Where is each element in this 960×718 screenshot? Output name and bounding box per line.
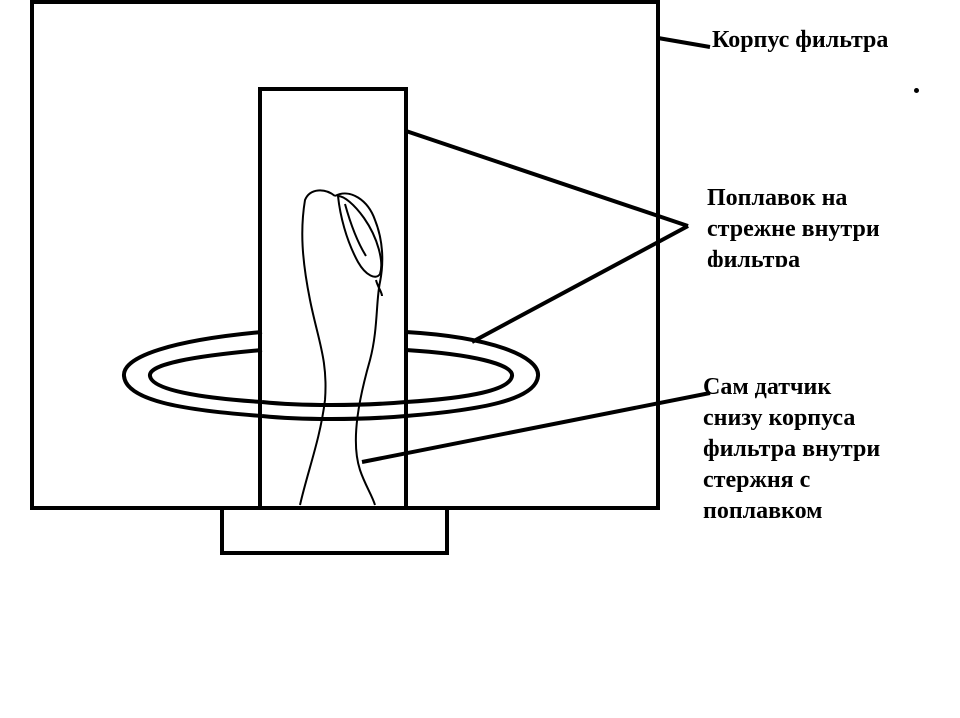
inner-rod: [258, 87, 408, 510]
leader-float-upper: [405, 129, 689, 228]
float-label-line-2: стрежне внутри: [707, 216, 880, 242]
sensor-label-line-1: Сам датчик: [703, 374, 832, 400]
sensor-element: [299, 189, 384, 506]
filter-housing: [30, 0, 660, 510]
leader-housing: [657, 36, 711, 49]
leader-lines: [361, 36, 711, 464]
float-ring: [122, 330, 540, 421]
sensor-label-line-2: снизу корпуса: [703, 405, 856, 431]
float-label-line-1: Поплавок на: [707, 185, 848, 211]
leader-float-lower: [471, 224, 689, 344]
sensor-label: Сам датчик снизу корпуса фильтра внутри …: [703, 372, 880, 527]
sensor-label-line-4: стержня с: [703, 467, 811, 493]
leader-sensor: [361, 391, 711, 464]
sensor-label-line-3: фильтра внутри: [703, 436, 881, 462]
housing-label: Корпус фильтра: [712, 27, 889, 53]
stray-dot: [914, 88, 919, 93]
float-label: Поплавок на стрежне внутри фильтра: [707, 183, 880, 267]
sensor-label-line-5: поплавком: [703, 498, 823, 524]
float-label-line-3: фильтра: [707, 247, 801, 267]
base-plate: [220, 506, 449, 555]
